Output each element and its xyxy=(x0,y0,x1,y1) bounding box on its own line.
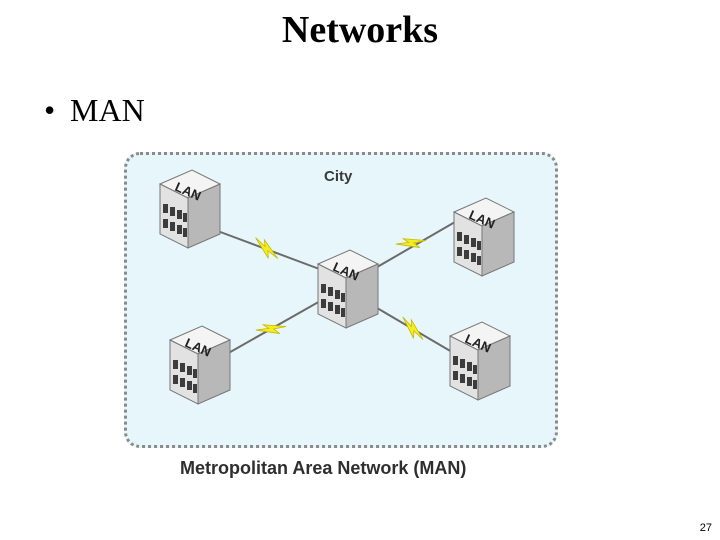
page-number: 27 xyxy=(699,522,712,534)
building-icon xyxy=(159,169,221,249)
building-icon xyxy=(169,325,231,405)
building-icon xyxy=(449,321,511,401)
slide-title: Networks xyxy=(281,9,439,51)
bullet-text: MAN xyxy=(70,92,145,128)
building-icon xyxy=(453,197,515,277)
bullet-item: • MAN xyxy=(44,92,145,129)
lan-node-bottom-left: LAN xyxy=(169,325,231,405)
city-label: City xyxy=(324,168,353,185)
lan-node-top-right: LAN xyxy=(453,197,515,277)
lan-node-bottom-right: LAN xyxy=(449,321,511,401)
lightning-icon xyxy=(395,315,429,343)
lan-node-top-left: LAN xyxy=(159,169,221,249)
lightning-icon xyxy=(250,236,283,262)
lightning-icon xyxy=(254,314,289,344)
bullet-dot: • xyxy=(44,92,56,128)
building-icon xyxy=(317,249,379,329)
lan-node-center: LAN xyxy=(317,249,379,329)
diagram-caption: Metropolitan Area Network (MAN) xyxy=(180,458,467,478)
